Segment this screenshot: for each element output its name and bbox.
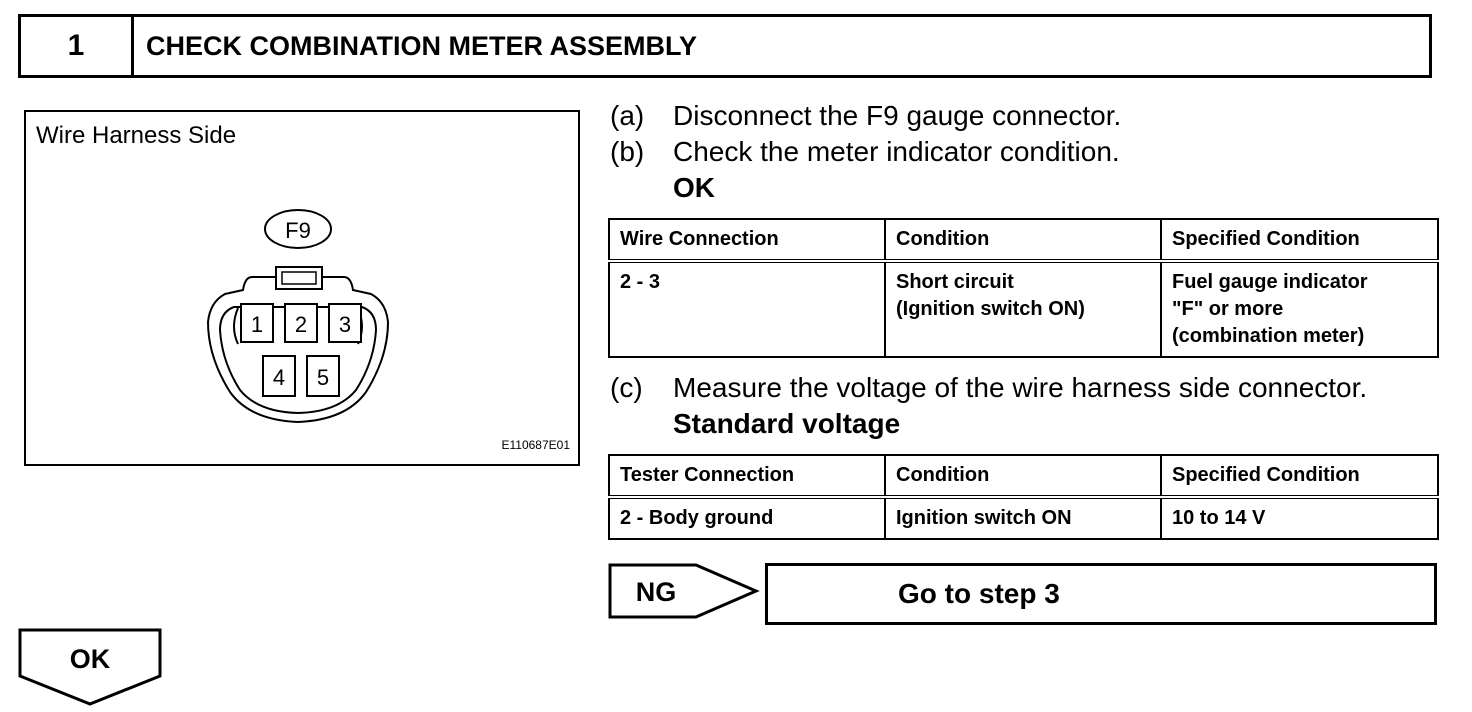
- connector-inner-shell: [218, 306, 378, 415]
- table-header: Condition: [884, 454, 1162, 499]
- pin-5: [306, 355, 340, 397]
- step-a-text: Disconnect the F9 gauge connector.: [673, 100, 1122, 131]
- ok-arrow[interactable]: OK: [18, 628, 164, 706]
- connector-figure: Wire Harness Side F9 1 2 3 4 5 E110687E0…: [24, 110, 580, 466]
- table-cell: 2 - Body ground: [608, 496, 886, 540]
- table-cell: Ignition switch ON: [884, 496, 1162, 540]
- pin-5-label: 5: [317, 365, 329, 390]
- step-a-label: (a): [610, 100, 645, 131]
- step-b-label: (b): [610, 136, 645, 167]
- ng-arrow[interactable]: NG: [608, 563, 760, 619]
- go-to-step-text: Go to step 3: [898, 578, 1060, 609]
- step-c-text: Measure the voltage of the wire harness …: [673, 372, 1368, 403]
- pin-1: [240, 303, 274, 343]
- table-header-row: Wire Connection Condition Specified Cond…: [608, 218, 1439, 263]
- step-c-label: (c): [610, 372, 643, 403]
- pin-4-label: 4: [273, 365, 285, 390]
- table-header: Condition: [884, 218, 1162, 263]
- image-code: E110687E01: [501, 438, 570, 452]
- step-title: CHECK COMBINATION METER ASSEMBLY: [146, 30, 698, 61]
- ok-heading: OK: [673, 172, 715, 203]
- pin-2: [284, 303, 318, 343]
- connector-shell: [206, 276, 390, 424]
- pin-1-label: 1: [251, 312, 263, 337]
- ng-label: NG: [636, 577, 677, 607]
- pin-3-label: 3: [339, 312, 351, 337]
- table-cell: 10 to 14 V: [1160, 496, 1439, 540]
- connector-label-ellipse: [264, 209, 332, 249]
- pin-4: [262, 355, 296, 397]
- go-to-step-box[interactable]: Go to step 3: [765, 563, 1437, 625]
- table-row: 2 - Body ground Ignition switch ON 10 to…: [608, 496, 1439, 540]
- figure-caption: Wire Harness Side: [36, 122, 237, 149]
- standard-voltage-heading: Standard voltage: [673, 408, 901, 439]
- meter-check-table: Wire Connection Condition Specified Cond…: [608, 218, 1439, 358]
- pin-3: [328, 303, 362, 343]
- connector-label: F9: [285, 218, 311, 243]
- connector-diagram: F9 1 2 3 4 5: [206, 209, 390, 424]
- table-header: Tester Connection: [608, 454, 886, 499]
- table-header: Specified Condition: [1160, 454, 1439, 499]
- table-header-row: Tester Connection Condition Specified Co…: [608, 454, 1439, 499]
- table-cell: Fuel gauge indicator "F" or more (combin…: [1160, 260, 1439, 358]
- voltage-table: Tester Connection Condition Specified Co…: [608, 454, 1439, 540]
- step-number: 1: [21, 17, 134, 75]
- table-header: Wire Connection: [608, 218, 886, 263]
- table-row: 2 - 3 Short circuit (Ignition switch ON)…: [608, 260, 1439, 358]
- pin-2-label: 2: [295, 312, 307, 337]
- table-cell: 2 - 3: [608, 260, 886, 358]
- ok-label: OK: [70, 644, 111, 674]
- step-b-text: Check the meter indicator condition.: [673, 136, 1120, 167]
- table-header: Specified Condition: [1160, 218, 1439, 263]
- table-cell: Short circuit (Ignition switch ON): [884, 260, 1162, 358]
- step-header: 1 CHECK COMBINATION METER ASSEMBLY: [18, 14, 1432, 78]
